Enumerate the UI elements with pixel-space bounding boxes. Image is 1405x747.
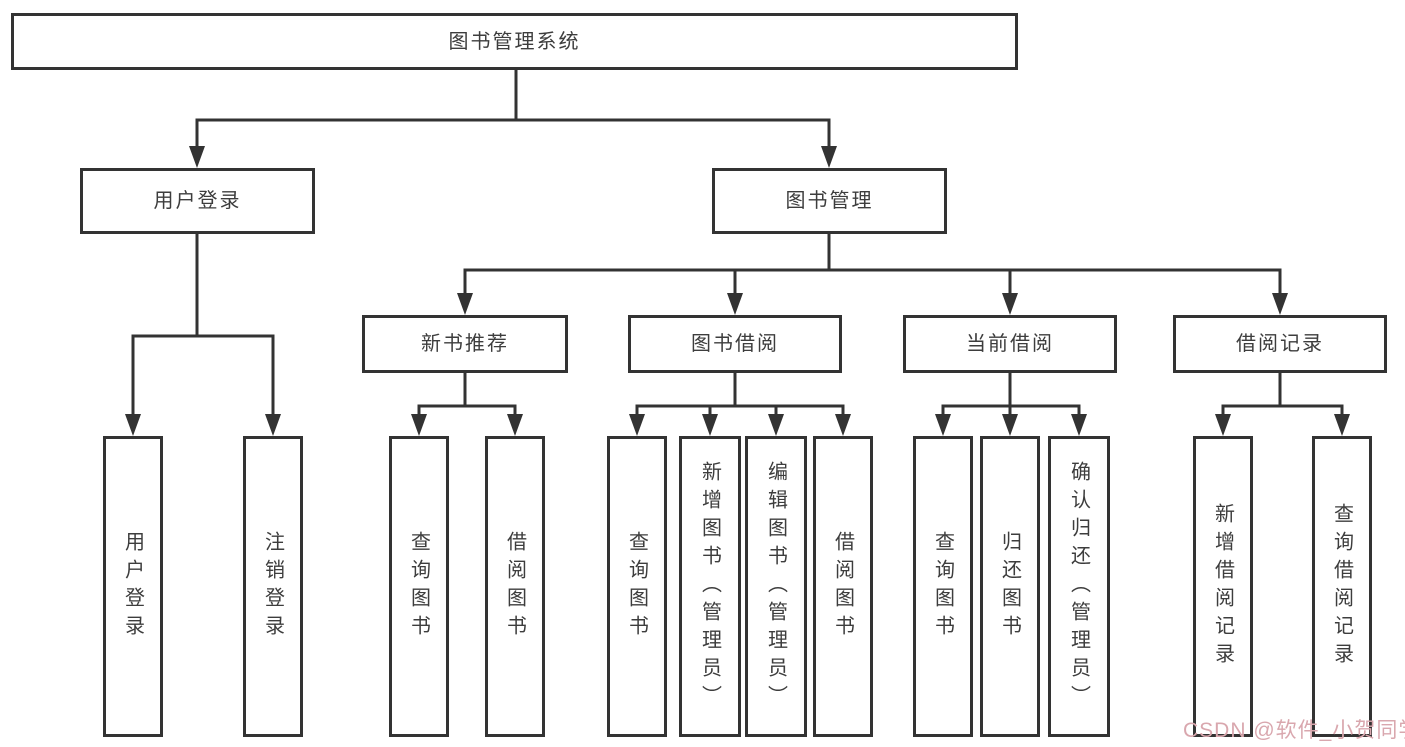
leaf-borrow-books: 借阅图书 <box>813 436 873 737</box>
csdn-watermark: CSDN @软件_小贺同学 <box>1183 719 1405 742</box>
leaf-query-borrow-record: 查询借阅记录 <box>1312 436 1372 737</box>
leaf-query-books-borrow: 查询图书 <box>607 436 667 737</box>
leaf-query-books-current: 查询图书 <box>913 436 973 737</box>
leaf-add-borrow-record: 新增借阅记录 <box>1193 436 1253 737</box>
node-borrow-records: 借阅记录 <box>1173 315 1387 373</box>
node-book-management: 图书管理 <box>712 168 947 234</box>
leaf-return-books: 归还图书 <box>980 436 1040 737</box>
node-library-system: 图书管理系统 <box>11 13 1018 70</box>
node-book-borrow: 图书借阅 <box>628 315 842 373</box>
connector-path <box>131 70 1344 418</box>
leaf-user-login: 用户登录 <box>103 436 163 737</box>
leaf-borrow-books-recommend: 借阅图书 <box>485 436 545 737</box>
node-user-login: 用户登录 <box>80 168 315 234</box>
leaf-confirm-return-admin: 确认归还（管理员） <box>1048 436 1110 737</box>
leaf-logout: 注销登录 <box>243 436 303 737</box>
node-current-borrow: 当前借阅 <box>903 315 1117 373</box>
node-new-book-recommend: 新书推荐 <box>362 315 568 373</box>
leaf-edit-books-admin: 编辑图书（管理员） <box>745 436 807 737</box>
leaf-add-books-admin: 新增图书（管理员） <box>679 436 741 737</box>
leaf-query-books-recommend: 查询图书 <box>389 436 449 737</box>
